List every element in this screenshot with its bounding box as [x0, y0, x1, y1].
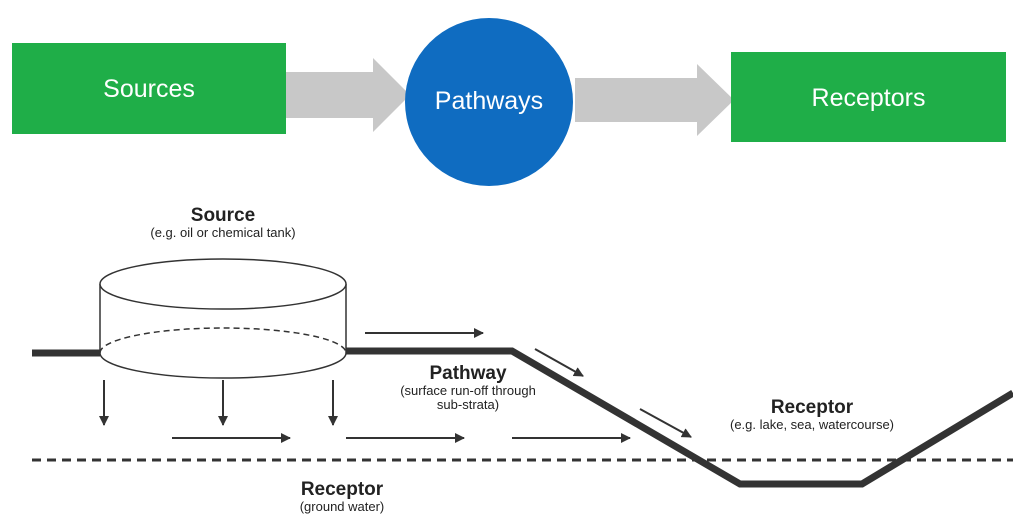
ground-surface-profile	[346, 347, 1013, 488]
receptor-ground-subtitle: (ground water)	[299, 498, 385, 514]
arrow-sources-to-pathways	[278, 58, 410, 132]
receptor-water-title: Receptor	[770, 397, 854, 418]
sources-box	[12, 43, 286, 134]
pathways-label: Pathways	[434, 87, 544, 115]
sources-label: Sources	[103, 75, 195, 103]
source-title: Source	[190, 205, 256, 226]
pathway-title: Pathway	[429, 363, 507, 384]
tank-icon	[99, 258, 347, 379]
runoff-arrow-2	[534, 348, 584, 377]
receptor-ground-title: Receptor	[300, 479, 384, 500]
receptors-box	[731, 52, 1006, 142]
receptor-ground-label-group: Receptor (ground water)	[252, 480, 432, 514]
receptors-label: Receptors	[811, 84, 926, 112]
receptor-water-label-group: Receptor (e.g. lake, sea, watercourse)	[692, 398, 932, 432]
arrow-pathways-to-receptors	[575, 64, 734, 136]
source-label-group: Source (e.g. oil or chemical tank)	[98, 206, 348, 240]
pathway-subtitle-line1: (surface run-off through	[400, 382, 536, 398]
receptor-water-subtitle: (e.g. lake, sea, watercourse)	[729, 416, 895, 432]
source-subtitle: (e.g. oil or chemical tank)	[150, 224, 296, 240]
pathway-subtitle-line2: sub-strata)	[436, 396, 500, 412]
runoff-arrow-3	[639, 408, 692, 438]
pathway-label-group: Pathway (surface run-off through sub-str…	[362, 364, 574, 411]
pathways-circle	[405, 18, 573, 186]
